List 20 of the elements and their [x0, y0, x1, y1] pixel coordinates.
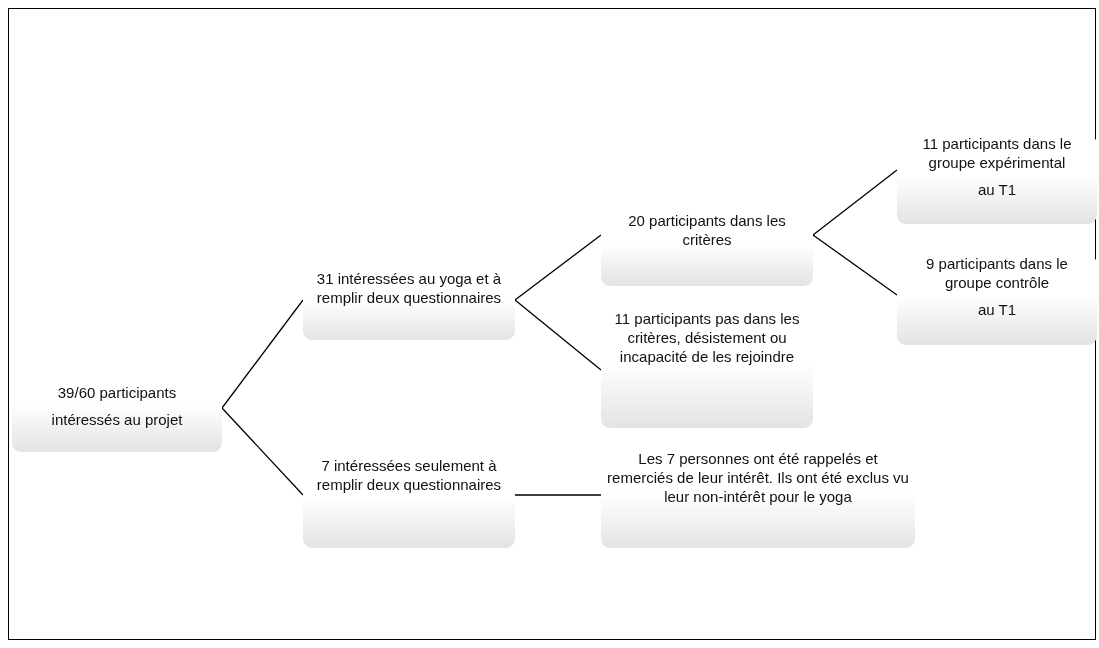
node-text: 11 participants dans le groupe expérimental: [921, 135, 1073, 173]
process-box: [897, 135, 1097, 224]
node-text: au T1: [976, 180, 1018, 200]
node-text: 11 participants pas dans les critères, désistement ou incapacité de les rejoindre: [613, 310, 801, 367]
connector-line: [812, 169, 898, 236]
node-text: 9 participants dans le groupe contrôle: [925, 255, 1069, 293]
node-text: 20 participants dans les critères: [627, 212, 787, 250]
process-box: [897, 255, 1097, 345]
node-text: 39/60 participants: [56, 384, 178, 403]
connector-line: [514, 494, 602, 496]
connector-line: [812, 234, 898, 296]
connector-line: [514, 234, 602, 301]
node-text: au T1: [976, 300, 1018, 320]
connector-line: [221, 407, 304, 496]
connector-line: [514, 299, 602, 371]
node-text: Les 7 personnes ont été rappelés et remerciés de leur intérêt. Ils ont été exclus vu leur non-intérêt pour le yoga: [607, 450, 909, 507]
node-text: 31 intéressées au yoga et à remplir deux questionnaires: [315, 270, 503, 308]
node-text: intéressés au projet: [50, 410, 184, 430]
connector-line: [221, 299, 304, 409]
node-text: 7 intéressées seulement à remplir deux questionnaires: [315, 457, 503, 495]
